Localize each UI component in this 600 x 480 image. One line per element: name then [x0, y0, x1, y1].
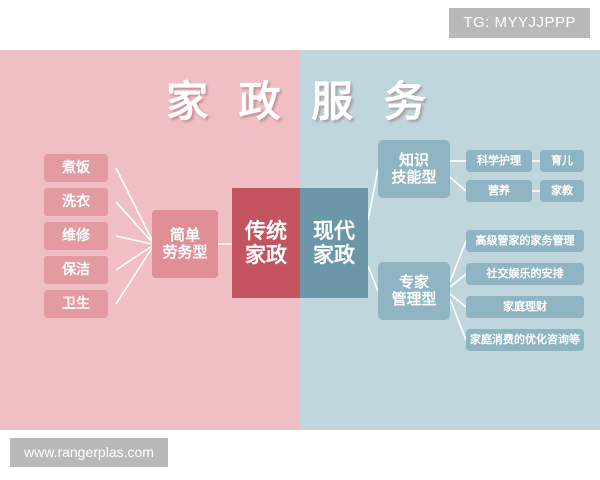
top-bar: TG: MYYJJPPP	[0, 0, 600, 50]
leaf-box-hygiene[interactable]: 卫生	[44, 290, 108, 318]
leaf-label: 社交娱乐的安排	[486, 266, 564, 280]
leaf-label: 家教	[551, 183, 573, 197]
leaf-label: 维修	[62, 227, 90, 244]
leaf-box-consumption-consulting[interactable]: 家庭消费的优化咨询等	[466, 329, 584, 351]
leaf-box-senior-butler-management[interactable]: 高级管家的家务管理	[466, 230, 584, 252]
diagram-canvas: 家 政 服 务 煮饭 洗衣 维修 保洁 卫生 简单 劳务型 传统 家政 现代 家…	[0, 50, 600, 430]
node-simple-labor[interactable]: 简单 劳务型	[152, 210, 218, 278]
leaf-box-scientific-care[interactable]: 科学护理	[466, 150, 532, 172]
leaf-box-childcare[interactable]: 育儿	[540, 150, 584, 172]
watermark-url: www.rangerplas.com	[10, 438, 168, 467]
leaf-label: 科学护理	[477, 153, 521, 167]
leaf-box-nutrition[interactable]: 营养	[466, 180, 532, 202]
node-line-2: 劳务型	[162, 243, 208, 261]
node-knowledge-skill[interactable]: 知识 技能型	[378, 140, 450, 198]
node-line-1: 知识	[398, 150, 429, 169]
leaf-label: 家庭理财	[503, 299, 547, 313]
tg-badge: TG: MYYJJPPP	[449, 8, 590, 38]
node-line-2: 家政	[245, 243, 287, 267]
node-traditional-housekeeping[interactable]: 传统 家政	[232, 188, 300, 298]
page-title: 家 政 服 务	[166, 77, 434, 126]
leaf-box-tutoring[interactable]: 家教	[540, 180, 584, 202]
leaf-label: 家庭消费的优化咨询等	[470, 332, 580, 346]
leaf-label: 高级管家的家务管理	[475, 233, 575, 247]
leaf-label: 卫生	[62, 295, 90, 312]
node-line-1: 专家	[398, 272, 429, 291]
node-line-1: 现代	[313, 218, 355, 243]
leaf-box-social-entertainment[interactable]: 社交娱乐的安排	[466, 263, 584, 285]
leaf-box-laundry[interactable]: 洗衣	[44, 188, 108, 216]
connector-lines	[115, 160, 540, 341]
node-line-1: 传统	[245, 218, 287, 243]
node-line-2: 技能型	[391, 168, 437, 186]
node-line-1: 简单	[169, 225, 200, 244]
node-line-2: 家政	[313, 243, 355, 267]
leaf-label: 育儿	[551, 153, 573, 167]
leaf-box-repair[interactable]: 维修	[44, 222, 108, 250]
leaf-label: 煮饭	[62, 159, 90, 176]
leaf-label: 营养	[488, 183, 510, 197]
node-expert-management[interactable]: 专家 管理型	[378, 262, 450, 320]
node-line-2: 管理型	[391, 290, 437, 308]
leaf-label: 洗衣	[62, 193, 90, 210]
leaf-box-cooking[interactable]: 煮饭	[44, 154, 108, 182]
leaf-box-family-finance[interactable]: 家庭理财	[466, 296, 584, 318]
node-modern-housekeeping[interactable]: 现代 家政	[300, 188, 368, 298]
leaf-label: 保洁	[62, 261, 90, 278]
leaf-box-cleaning[interactable]: 保洁	[44, 256, 108, 284]
